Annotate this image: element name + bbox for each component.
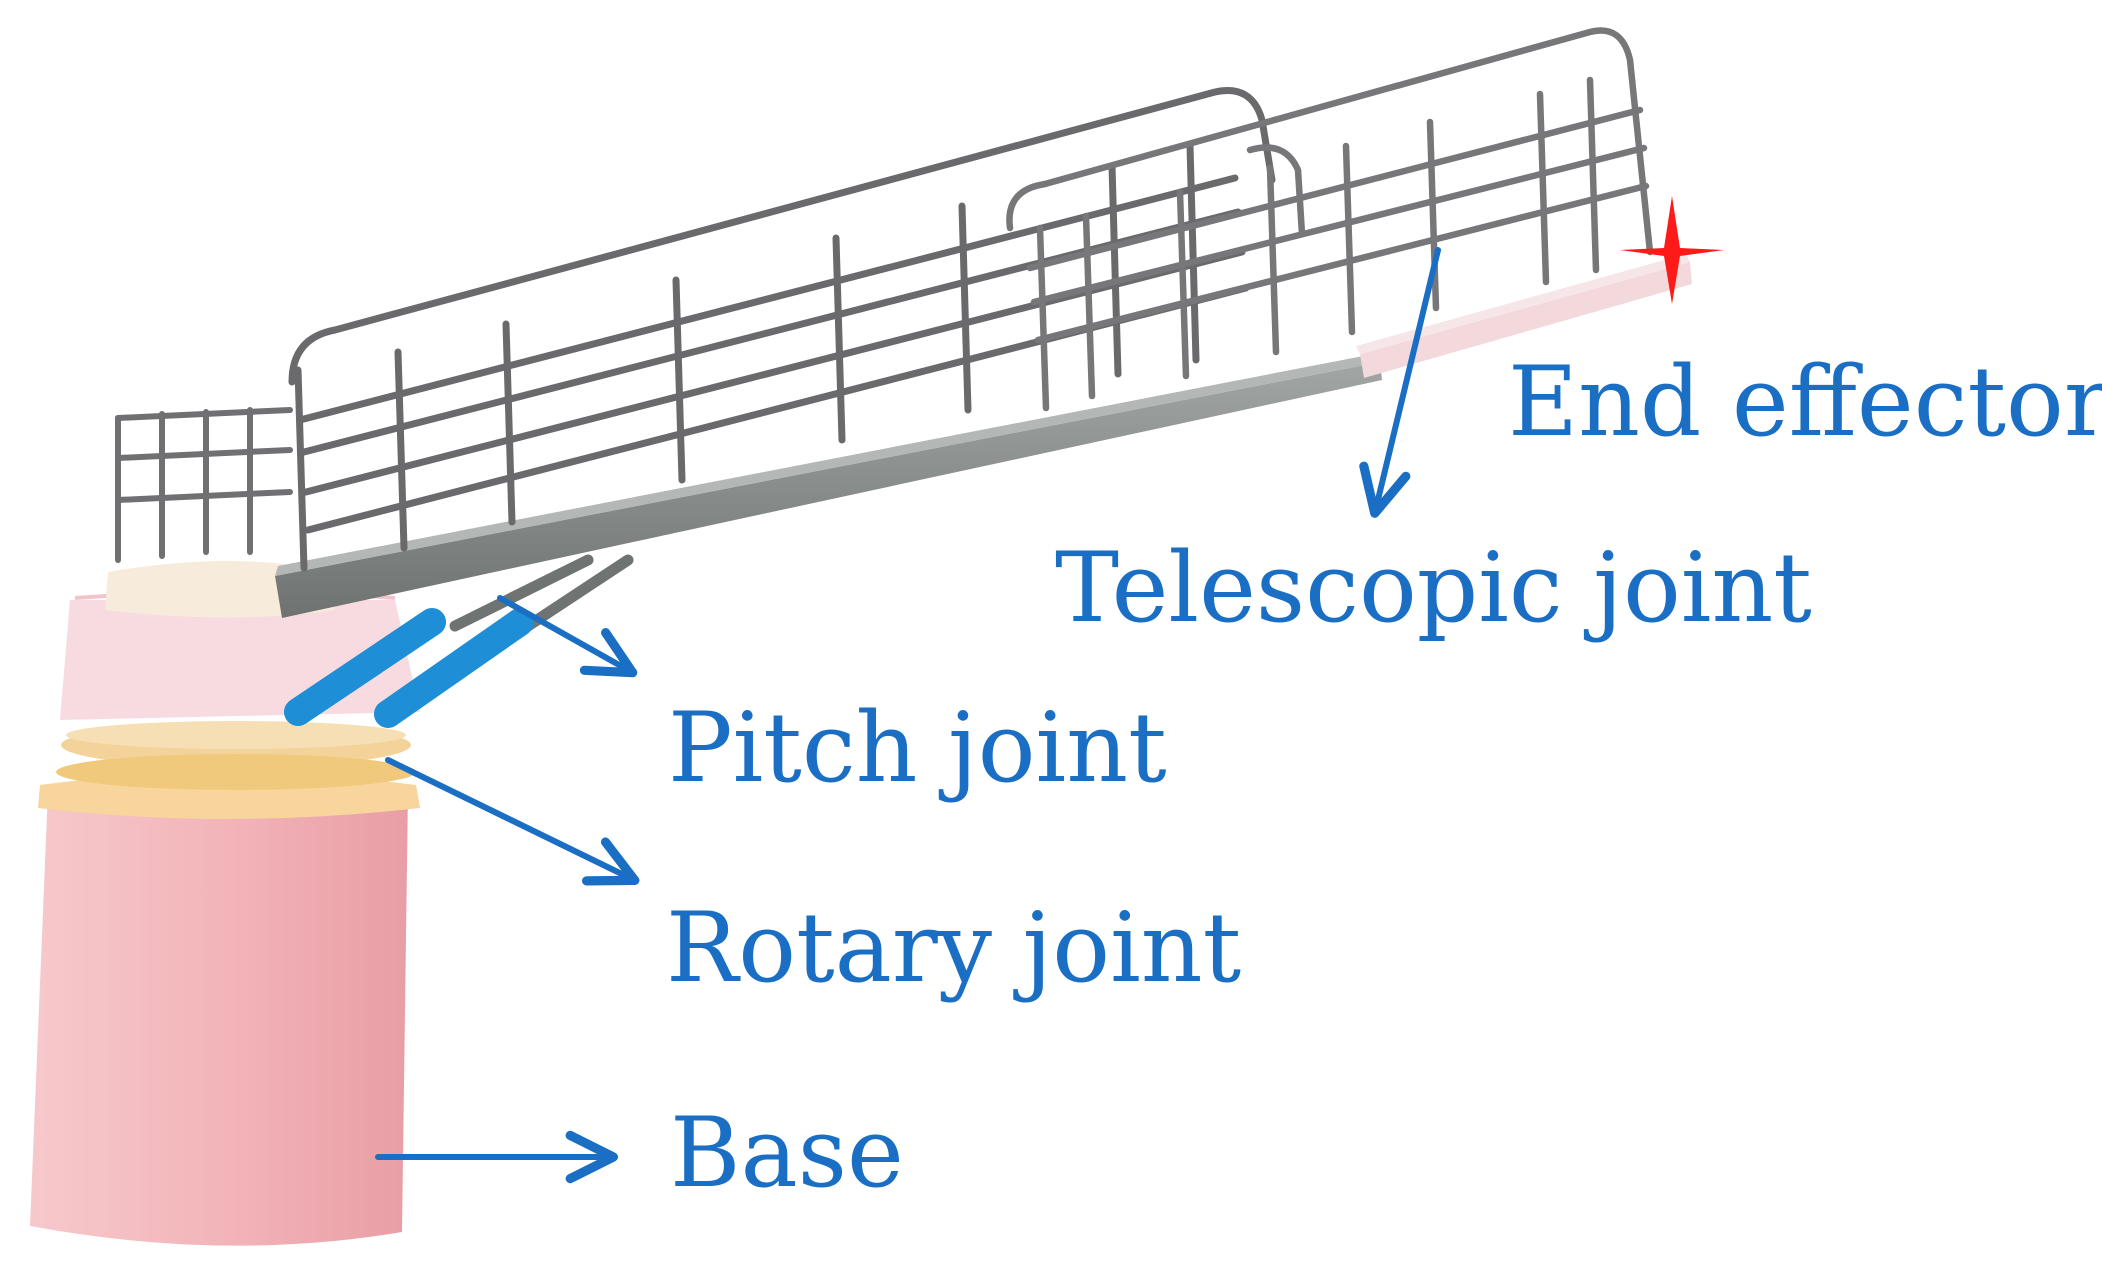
boom-plate <box>275 254 1692 618</box>
telescopic-joint-label: Telescopic joint <box>1055 532 1812 644</box>
rear-cage <box>115 407 293 563</box>
pitch-joint-label: Pitch joint <box>668 692 1167 804</box>
end-effector-marker-icon <box>1620 196 1724 304</box>
pitch-actuators <box>284 554 634 728</box>
telescopic-cage <box>1006 27 1654 412</box>
pitch-joint-arrow <box>497 595 638 678</box>
rotary-joint-arrow <box>385 757 640 886</box>
telescopic-joint-arrow <box>1359 247 1441 518</box>
end-effector-label: End effector <box>1508 346 2102 458</box>
rotary-joint-label: Rotary joint <box>666 892 1242 1004</box>
rotary-collar <box>56 721 416 790</box>
base-label: Base <box>670 1097 904 1209</box>
base-body <box>30 772 420 1246</box>
